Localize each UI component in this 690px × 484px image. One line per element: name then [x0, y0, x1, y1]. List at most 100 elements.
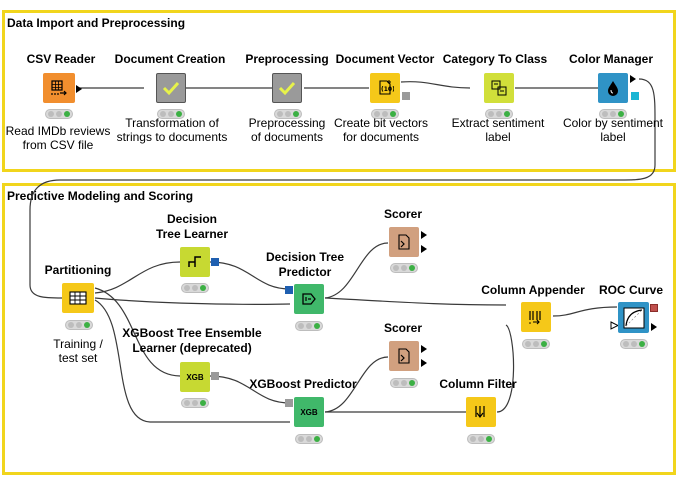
node-status: [371, 109, 399, 119]
node-scorer[interactable]: [389, 227, 419, 257]
grid-icon: [69, 291, 87, 305]
model-output-port[interactable]: [211, 372, 219, 380]
connection: [400, 81, 471, 89]
output-port[interactable]: [421, 231, 427, 239]
append-icon: [529, 311, 541, 325]
node-column-filter[interactable]: [466, 397, 496, 427]
node-status: [65, 320, 93, 330]
connection: [94, 297, 291, 305]
connection: [209, 261, 291, 290]
connection: [552, 306, 618, 317]
annotation-title: Data Import and Preprocessing: [7, 16, 186, 30]
node-status: [390, 378, 418, 388]
scorer-icon: [398, 348, 410, 364]
node-status: [181, 283, 209, 293]
connection: [94, 261, 181, 294]
node-title-roc-curve: ROC Curve: [598, 283, 663, 297]
node-title-category-to-class: Category To Class: [442, 52, 548, 66]
connection: [324, 356, 389, 413]
node-document-creation[interactable]: [156, 73, 186, 103]
node-title-decision-tree-predictor: Decision Tree Predictor: [265, 250, 345, 279]
node-status: [485, 109, 513, 119]
node-status: [45, 109, 73, 119]
node-csv-reader[interactable]: [43, 73, 75, 103]
output-port[interactable]: [76, 85, 82, 93]
node-description: Read IMDb reviews from CSV file: [5, 124, 111, 152]
table-arrow-icon: [51, 80, 67, 96]
node-status: [620, 339, 648, 349]
connection: [324, 242, 389, 299]
node-status: [467, 434, 495, 444]
node-partitioning[interactable]: [62, 283, 94, 313]
checkmark-icon: [162, 81, 180, 96]
node-title-scorer: Scorer: [383, 321, 423, 335]
node-category-to-class[interactable]: [484, 73, 514, 103]
node-title-csv-reader: CSV Reader: [26, 52, 96, 66]
node-title-decision-tree-learner: Decision Tree Learner: [155, 212, 229, 241]
node-xgboost-learner[interactable]: XGB: [180, 362, 210, 392]
output-port[interactable]: [421, 345, 427, 353]
node-status: [295, 434, 323, 444]
view-output-port[interactable]: [650, 304, 658, 312]
node-status: [390, 263, 418, 273]
output-port[interactable]: [651, 323, 657, 331]
node-decision-tree-learner[interactable]: [180, 247, 210, 277]
output-port[interactable]: [402, 92, 410, 100]
connection: [496, 324, 515, 413]
node-title-xgboost-learner: XGBoost Tree Ensemble Learner (deprecate…: [122, 326, 262, 355]
node-title-preprocessing: Preprocessing: [245, 52, 329, 66]
model-input-port[interactable]: [285, 286, 293, 294]
node-status: [274, 109, 302, 119]
node-status: [295, 321, 323, 331]
xgb-icon: XGB: [186, 372, 204, 382]
connection: [29, 78, 656, 299]
output-port[interactable]: [630, 75, 636, 83]
node-description: Color by sentiment label: [562, 116, 664, 144]
node-title-scorer: Scorer: [383, 207, 423, 221]
filter-icon: [475, 406, 485, 418]
node-status: [157, 109, 185, 119]
node-description: Create bit vectors for documents: [333, 116, 429, 144]
annotation-title: Predictive Modeling and Scoring: [7, 189, 194, 203]
node-document-vector[interactable]: (10): [370, 73, 400, 103]
node-roc-curve[interactable]: [618, 302, 649, 333]
scorer-icon: [398, 234, 410, 250]
connection: [94, 299, 290, 423]
node-title-color-manager: Color Manager: [568, 52, 653, 66]
connection: [324, 297, 507, 306]
xgb-icon: XGB: [300, 407, 318, 417]
node-title-xgboost-predictor: XGBoost Predictor: [249, 377, 357, 391]
node-xgboost-predictor[interactable]: XGB: [294, 397, 324, 427]
node-description: Training / test set: [53, 337, 103, 365]
annotation-data-import: Data Import and Preprocessing: [2, 10, 676, 172]
model-input-port[interactable]: [285, 399, 293, 407]
node-title-document-creation: Document Creation: [114, 52, 226, 66]
image-input-port[interactable]: [610, 321, 619, 330]
output-port[interactable]: [421, 245, 427, 253]
node-title-document-vector: Document Vector: [335, 52, 435, 66]
annotation-predictive-modeling: Predictive Modeling and Scoring: [2, 183, 676, 475]
node-color-manager[interactable]: [598, 73, 628, 103]
model-output-port[interactable]: [211, 258, 219, 266]
node-status: [599, 109, 627, 119]
class-icon: [491, 80, 507, 96]
svg-text:(10): (10): [381, 86, 394, 93]
roc-chart-icon: [623, 307, 644, 328]
node-description: Transformation of strings to documents: [116, 116, 228, 144]
tree-icon: [188, 256, 201, 267]
node-preprocessing[interactable]: [272, 73, 302, 103]
output-port[interactable]: [421, 359, 427, 367]
node-status: [181, 398, 209, 408]
node-title-column-filter: Column Filter: [439, 377, 517, 391]
node-decision-tree-predictor[interactable]: [294, 284, 324, 314]
connection: [94, 287, 181, 377]
predictor-icon: [302, 293, 316, 305]
node-description: Preprocessing of documents: [248, 116, 326, 144]
node-status: [522, 339, 550, 349]
node-scorer[interactable]: [389, 341, 419, 371]
model-output-port[interactable]: [631, 92, 639, 100]
vector-icon: (10): [379, 80, 394, 95]
node-title-column-appender: Column Appender: [481, 283, 585, 297]
checkmark-icon: [278, 81, 296, 96]
node-column-appender[interactable]: [521, 302, 551, 332]
